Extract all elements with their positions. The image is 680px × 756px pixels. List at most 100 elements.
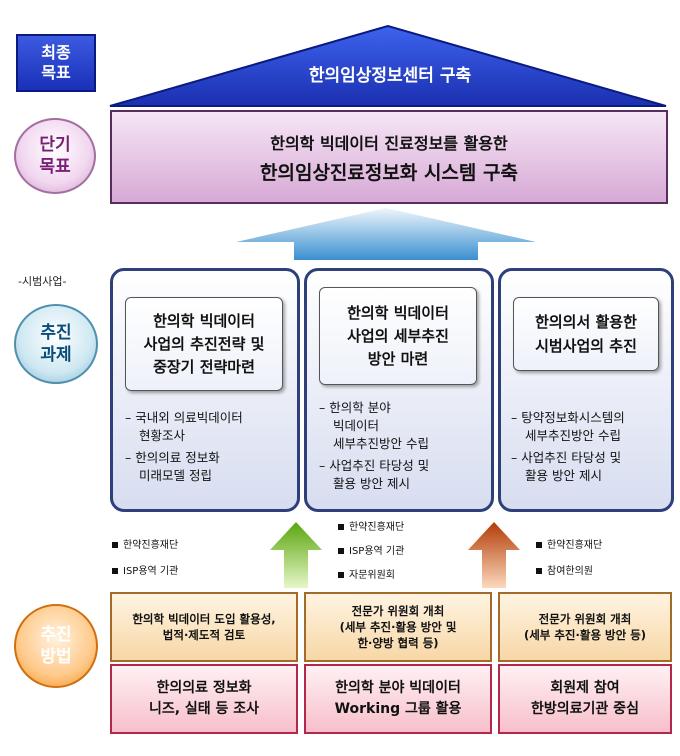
note-text: ISP용역 기관 [123,566,179,577]
task-1-bullet-2-line2: 미래모델 정립 [139,468,212,483]
task-1-bullet-1: – 국내외 의료빅데이터 현황조사 [125,409,289,445]
short-goal-label: 단기 목표 [14,118,96,194]
task-1-bullets: – 국내외 의료빅데이터 현황조사 – 한의의료 정보화 미래모델 정립 [125,409,289,489]
notes-group-3: 한약진흥재단 참여한의원 [536,540,602,578]
task-3-bullet-2-line1: – 사업추진 타당성 및 [511,450,622,465]
bullet-icon [112,542,118,548]
task-3-bullet-1: – 탕약정보화시스템의 세부추진방안 수립 [511,409,667,445]
bullet-icon [536,542,542,548]
note-item: 한약진흥재단 [338,522,404,534]
task-2-bullet-2: – 사업추진 타당성 및 활용 방안 제시 [319,457,487,493]
bullet-icon [112,568,118,574]
method-top-1-line1: 한의학 빅데이터 도입 활용성, [132,612,276,626]
method-bottom-3: 회원제 참여 한방의료기관 중심 [498,664,672,734]
task-1-bullet-2: – 한의의료 정보화 미래모델 정립 [125,449,289,485]
notes-group-1: 한약진흥재단 ISP용역 기관 [112,540,178,578]
short-goal-label-line1: 단기 [39,135,71,155]
task-3-heading-line2: 시범사업의 추진 [535,337,637,355]
task-2-bullet-1: – 한의학 분야 빅데이터 세부추진방안 수립 [319,399,487,453]
note-item: 자문위원회 [338,570,404,582]
task-2-bullet-2-line2: 활용 방안 제시 [333,476,410,491]
note-item: 한약진흥재단 [536,540,602,552]
method-bottom-1-line2: 니즈, 실태 등 조사 [148,701,260,717]
bullet-icon [536,568,542,574]
notes-group-2: 한약진흥재단 ISP용역 기관 자문위원회 [338,522,404,582]
short-goal-line1: 한의학 빅데이터 진료정보를 활용한 [270,133,508,153]
method-top-2: 전문가 위원회 개최 (세부 추진·활용 방안 및 한·양방 협력 등) [304,592,492,662]
task-3-bullet-1-line2: 세부추진방안 수립 [525,428,621,443]
method-top-3: 전문가 위원회 개최 (세부 추진·활용 방안 등) [498,592,672,662]
note-text: ISP용역 기관 [349,546,405,557]
task-column-3: 한의의서 활용한 시범사업의 추진 – 탕약정보화시스템의 세부추진방안 수립 … [498,268,674,512]
method-bottom-3-line1: 회원제 참여 [550,680,620,696]
note-item: ISP용역 기관 [338,546,404,558]
task-2-heading-line1: 한의학 빅데이터 [347,303,449,322]
final-goal-label-line2: 목표 [41,63,71,82]
orange-up-arrow-icon [468,522,520,588]
method-bottom-2-line1: 한의학 분야 빅데이터 [335,680,461,696]
task-label-line2: 과제 [40,345,72,365]
short-goal-label-line2: 목표 [39,157,71,177]
method-top-2-line2: (세부 추진·활용 방안 및 [339,620,457,634]
final-goal-label-line1: 최종 [41,43,71,62]
note-text: 한약진흥재단 [547,540,603,551]
note-text: 자문위원회 [349,570,395,581]
task-3-heading-line1: 한의의서 활용한 [535,313,637,331]
pilot-project-label: -시범사업- [18,275,67,288]
task-label: 추진 과제 [14,304,98,384]
task-3-bullet-2: – 사업추진 타당성 및 활용 방안 제시 [511,449,667,485]
note-text: 한약진흥재단 [123,540,179,551]
method-top-1: 한의학 빅데이터 도입 활용성, 법적·제도적 검토 [110,592,298,662]
task-3-bullet-2-line2: 활용 방안 제시 [525,468,602,483]
task-2-bullets: – 한의학 분야 빅데이터 세부추진방안 수립 – 사업추진 타당성 및 활용 … [319,399,487,497]
method-label-line2: 방법 [40,647,72,667]
note-item: 한약진흥재단 [112,540,178,552]
note-text: 한약진흥재단 [349,522,405,533]
upward-arrow-icon [236,208,536,260]
task-1-heading-line3: 중장기 전략마련 [153,357,255,376]
method-bottom-1: 한의의료 정보화 니즈, 실태 등 조사 [110,664,298,734]
note-text: 참여한의원 [547,566,593,577]
task-label-line1: 추진 [40,323,72,343]
final-goal-triangle [109,24,667,107]
final-goal-text: 한의임상정보센터 구축 [308,65,472,86]
note-item: ISP용역 기관 [112,566,178,578]
method-top-3-line2: (세부 추진·활용 방안 등) [523,628,647,642]
task-3-heading: 한의의서 활용한 시범사업의 추진 [513,297,659,371]
method-top-2-line3: 한·양방 협력 등) [357,636,439,650]
task-1-bullet-1-line2: 현황조사 [139,428,186,443]
task-column-2: 한의학 빅데이터 사업의 세부추진 방안 마련 – 한의학 분야 빅데이터 세부… [304,268,494,512]
bullet-icon [338,548,344,554]
task-3-bullet-1-line1: – 탕약정보화시스템의 [511,410,625,425]
task-2-heading-line2: 사업의 세부추진 [347,326,449,345]
task-2-bullet-1-line3: 세부추진방안 수립 [333,436,429,451]
task-2-bullet-1-line2: 빅데이터 [333,418,380,433]
method-top-1-line2: 법적·제도적 검토 [162,628,246,642]
method-top-3-line1: 전문가 위원회 개최 [538,612,632,626]
task-2-bullet-2-line1: – 사업추진 타당성 및 [319,458,430,473]
final-goal-label: 최종 목표 [16,34,96,92]
green-up-arrow-icon [270,522,322,588]
method-bottom-1-line1: 한의의료 정보화 [156,680,252,696]
method-label: 추진 방법 [14,604,98,688]
task-2-heading-line3: 방안 마련 [367,349,429,368]
method-label-line1: 추진 [40,625,72,645]
task-1-heading-line1: 한의학 빅데이터 [153,311,255,330]
task-column-1: 한의학 빅데이터 사업의 추진전략 및 중장기 전략마련 – 국내외 의료빅데이… [110,268,300,512]
task-2-heading: 한의학 빅데이터 사업의 세부추진 방안 마련 [319,287,477,385]
method-bottom-3-line2: 한방의료기관 중심 [531,701,639,717]
task-1-heading-line2: 사업의 추진전략 및 [143,334,265,353]
note-item: 참여한의원 [536,566,602,578]
method-bottom-2: 한의학 분야 빅데이터 Working 그룹 활용 [304,664,492,734]
short-goal-box: 한의학 빅데이터 진료정보를 활용한 한의임상진료정보화 시스템 구축 [110,110,668,204]
bullet-icon [338,572,344,578]
task-2-bullet-1-line1: – 한의학 분야 [319,400,391,415]
short-goal-line2: 한의임상진료정보화 시스템 구축 [260,161,518,184]
task-1-heading: 한의학 빅데이터 사업의 추진전략 및 중장기 전략마련 [125,297,283,391]
method-bottom-2-line2: Working 그룹 활용 [334,701,462,717]
bullet-icon [338,524,344,530]
method-top-2-line1: 전문가 위원회 개최 [351,604,445,618]
task-1-bullet-1-line1: – 국내외 의료빅데이터 [125,410,243,425]
task-1-bullet-2-line1: – 한의의료 정보화 [125,450,220,465]
task-3-bullets: – 탕약정보화시스템의 세부추진방안 수립 – 사업추진 타당성 및 활용 방안… [511,409,667,489]
